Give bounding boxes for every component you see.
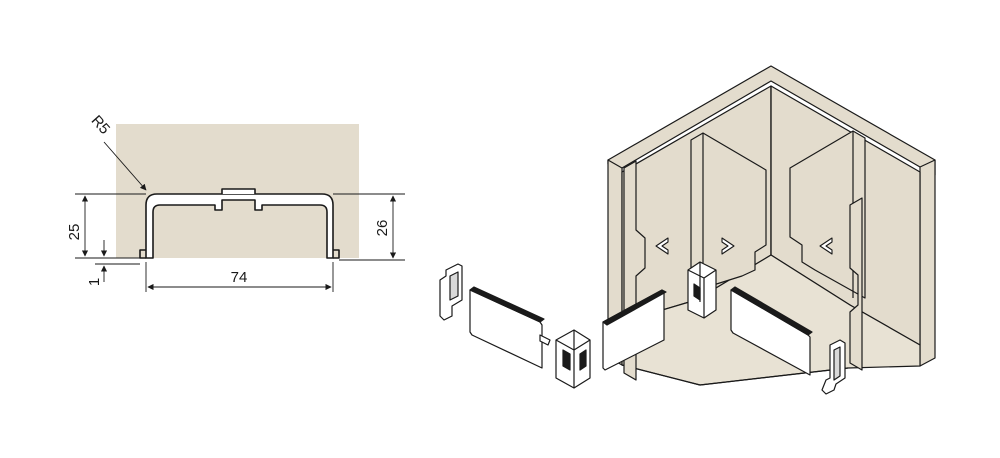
- corner-clips: [655, 237, 833, 255]
- dimension-26-label: 26: [374, 220, 391, 237]
- cabinet-right-side: [919, 159, 936, 367]
- divider-panel-center-right: [789, 130, 866, 299]
- divider-panel-right: [849, 197, 863, 371]
- front-rail-installed-right: [730, 286, 813, 376]
- dimension-1-label: 1: [86, 278, 103, 286]
- dimension-25: 25: [66, 195, 89, 257]
- corner-connector-loose: [555, 329, 591, 389]
- rail-loose: [469, 286, 551, 369]
- dimension-1: 1: [86, 240, 108, 286]
- dimension-25-label: 25: [66, 224, 83, 241]
- corner-cabinet-assembly: [602, 65, 936, 386]
- aluminium-profile: [139, 188, 340, 259]
- radius-r5-label: R5: [88, 112, 113, 138]
- extension-lines: [75, 193, 405, 292]
- profile-cross-section: 25 1 26 74 R5: [66, 112, 405, 292]
- loose-components: [439, 263, 846, 395]
- dimension-74-label: 74: [231, 269, 248, 286]
- dimension-74: 74: [147, 269, 332, 291]
- end-cap-left: [439, 263, 463, 321]
- dimension-26: 26: [374, 195, 397, 259]
- corner-connector-center: [687, 261, 717, 319]
- front-rail-installed-left: [602, 289, 667, 371]
- end-cap-right: [821, 339, 846, 395]
